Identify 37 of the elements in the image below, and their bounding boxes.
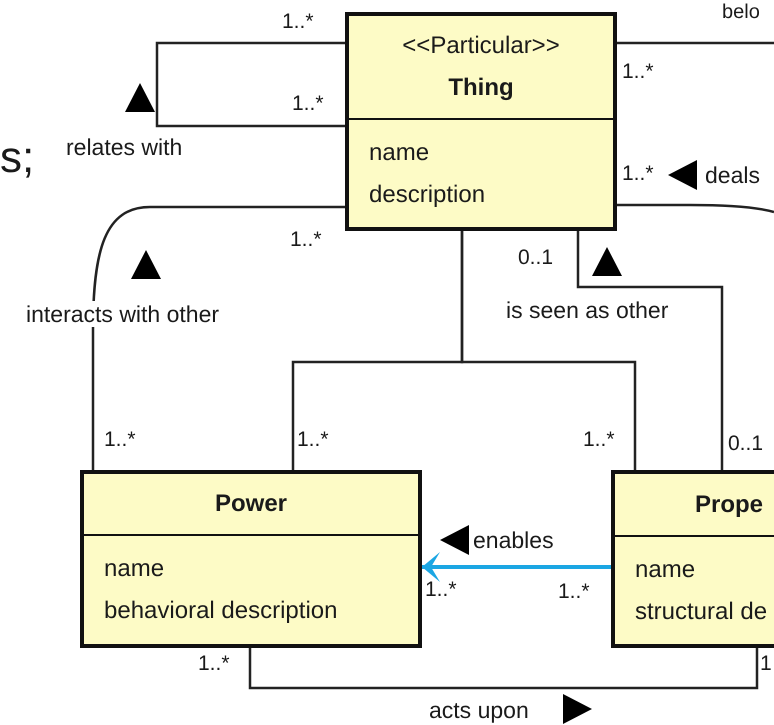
class-box bbox=[80, 470, 422, 648]
stereotype-label: <<Particular>> bbox=[401, 31, 561, 61]
multiplicity-label: 0..1 bbox=[518, 246, 554, 270]
multiplicity-label: 1..* bbox=[292, 92, 324, 116]
multiplicity-label: 1..* bbox=[290, 228, 322, 252]
class-name: Power bbox=[214, 489, 288, 519]
attribute-text: name bbox=[635, 555, 696, 585]
class-name: Prope bbox=[695, 490, 764, 520]
multiplicity-label: 1..* bbox=[425, 578, 457, 602]
multiplicity-label: 1..* bbox=[583, 428, 615, 452]
attribute-text: structural de bbox=[635, 597, 768, 627]
multiplicity-label: 1..* bbox=[104, 428, 136, 452]
multiplicity-label: 1 bbox=[760, 652, 772, 676]
association-line bbox=[156, 42, 345, 128]
class-name: Thing bbox=[447, 73, 515, 103]
class-box bbox=[611, 470, 774, 648]
text-fragment: s; bbox=[0, 134, 34, 182]
label-fragment: belo bbox=[722, 0, 760, 24]
association-line bbox=[576, 231, 724, 470]
multiplicity-label: 1..* bbox=[622, 162, 654, 186]
multiplicity-label: 1..* bbox=[558, 580, 590, 604]
attribute-text: behavioral description bbox=[104, 596, 338, 626]
association-line bbox=[617, 42, 774, 44]
multiplicity-label: 1..* bbox=[282, 10, 314, 34]
arrow bbox=[422, 552, 611, 582]
association-line bbox=[617, 204, 774, 214]
association-line bbox=[92, 206, 345, 470]
attribute-text: description bbox=[369, 180, 486, 210]
multiplicity-label: 1..* bbox=[622, 60, 654, 84]
edge-label: interacts with other bbox=[25, 301, 220, 327]
multiplicity-label: 0..1 bbox=[728, 432, 764, 456]
attribute-text: name bbox=[104, 554, 166, 584]
multiplicity-label: 1..* bbox=[297, 428, 329, 452]
class-box bbox=[345, 12, 617, 231]
multiplicity-label: 1..* bbox=[198, 652, 230, 676]
attribute-text: name bbox=[369, 138, 430, 168]
association-line bbox=[248, 648, 758, 690]
